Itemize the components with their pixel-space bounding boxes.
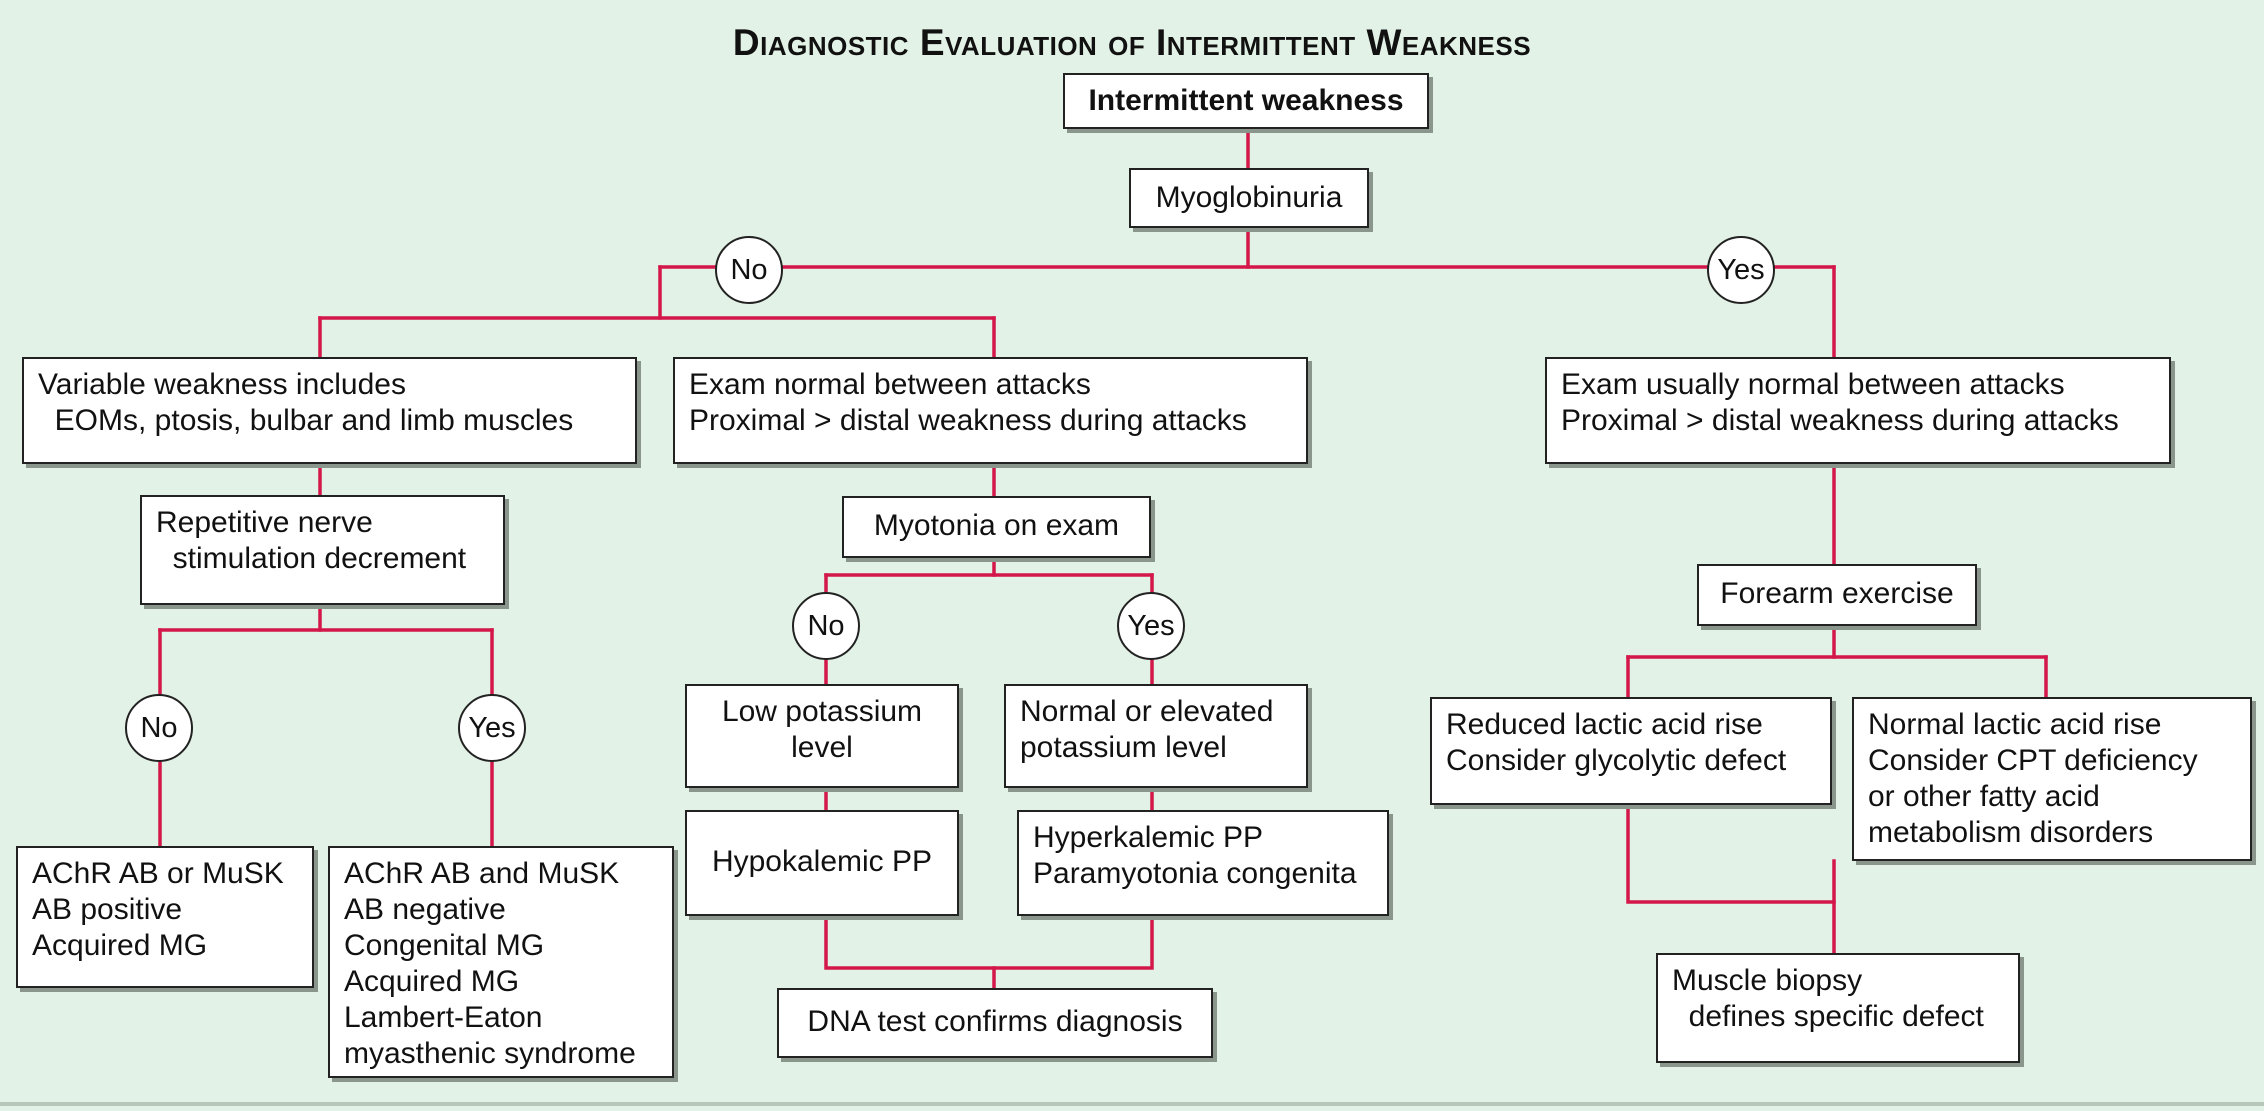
diagram-title: Diagnostic Evaluation of Intermittent We… (732, 22, 1532, 63)
node-normal-lactic-acid: Normal lactic acid rise Consider CPT def… (1852, 697, 2252, 861)
node-achr-positive: AChR AB or MuSK AB positive Acquired MG (16, 846, 314, 988)
node-repetitive-nerve-stimulation: Repetitive nerve stimulation decrement (140, 495, 505, 605)
node-low-potassium: Low potassium level (685, 684, 959, 788)
node-hyperkalemic-pp: Hyperkalemic PP Paramyotonia congenita (1017, 810, 1389, 916)
decision-myoglobinuria-yes: Yes (1707, 236, 1775, 304)
node-intermittent-weakness: Intermittent weakness (1063, 73, 1429, 129)
node-myoglobinuria: Myoglobinuria (1129, 168, 1369, 228)
node-achr-negative: AChR AB and MuSK AB negative Congenital … (328, 846, 674, 1078)
node-reduced-lactic-acid: Reduced lactic acid rise Consider glycol… (1430, 697, 1832, 805)
bottom-rule (0, 1102, 2264, 1106)
node-exam-usually-normal: Exam usually normal between attacks Prox… (1545, 357, 2171, 464)
node-hypokalemic-pp: Hypokalemic PP (685, 810, 959, 916)
connector-dna-join (824, 914, 1154, 970)
node-myotonia-on-exam: Myotonia on exam (842, 496, 1151, 558)
decision-myotonia-no: No (792, 592, 860, 660)
decision-myotonia-yes: Yes (1117, 592, 1185, 660)
node-muscle-biopsy: Muscle biopsy defines specific defect (1656, 953, 2020, 1063)
node-normal-potassium: Normal or elevated potassium level (1004, 684, 1308, 788)
node-dna-test: DNA test confirms diagnosis (777, 988, 1213, 1058)
connector-biopsy-join (1626, 803, 1836, 904)
decision-repetitive-no: No (125, 694, 193, 762)
node-forearm-exercise: Forearm exercise (1697, 564, 1977, 626)
decision-myoglobinuria-no: No (715, 236, 783, 304)
node-exam-normal: Exam normal between attacks Proximal > d… (673, 357, 1308, 464)
node-variable-weakness: Variable weakness includes EOMs, ptosis,… (22, 357, 637, 464)
decision-repetitive-yes: Yes (458, 694, 526, 762)
